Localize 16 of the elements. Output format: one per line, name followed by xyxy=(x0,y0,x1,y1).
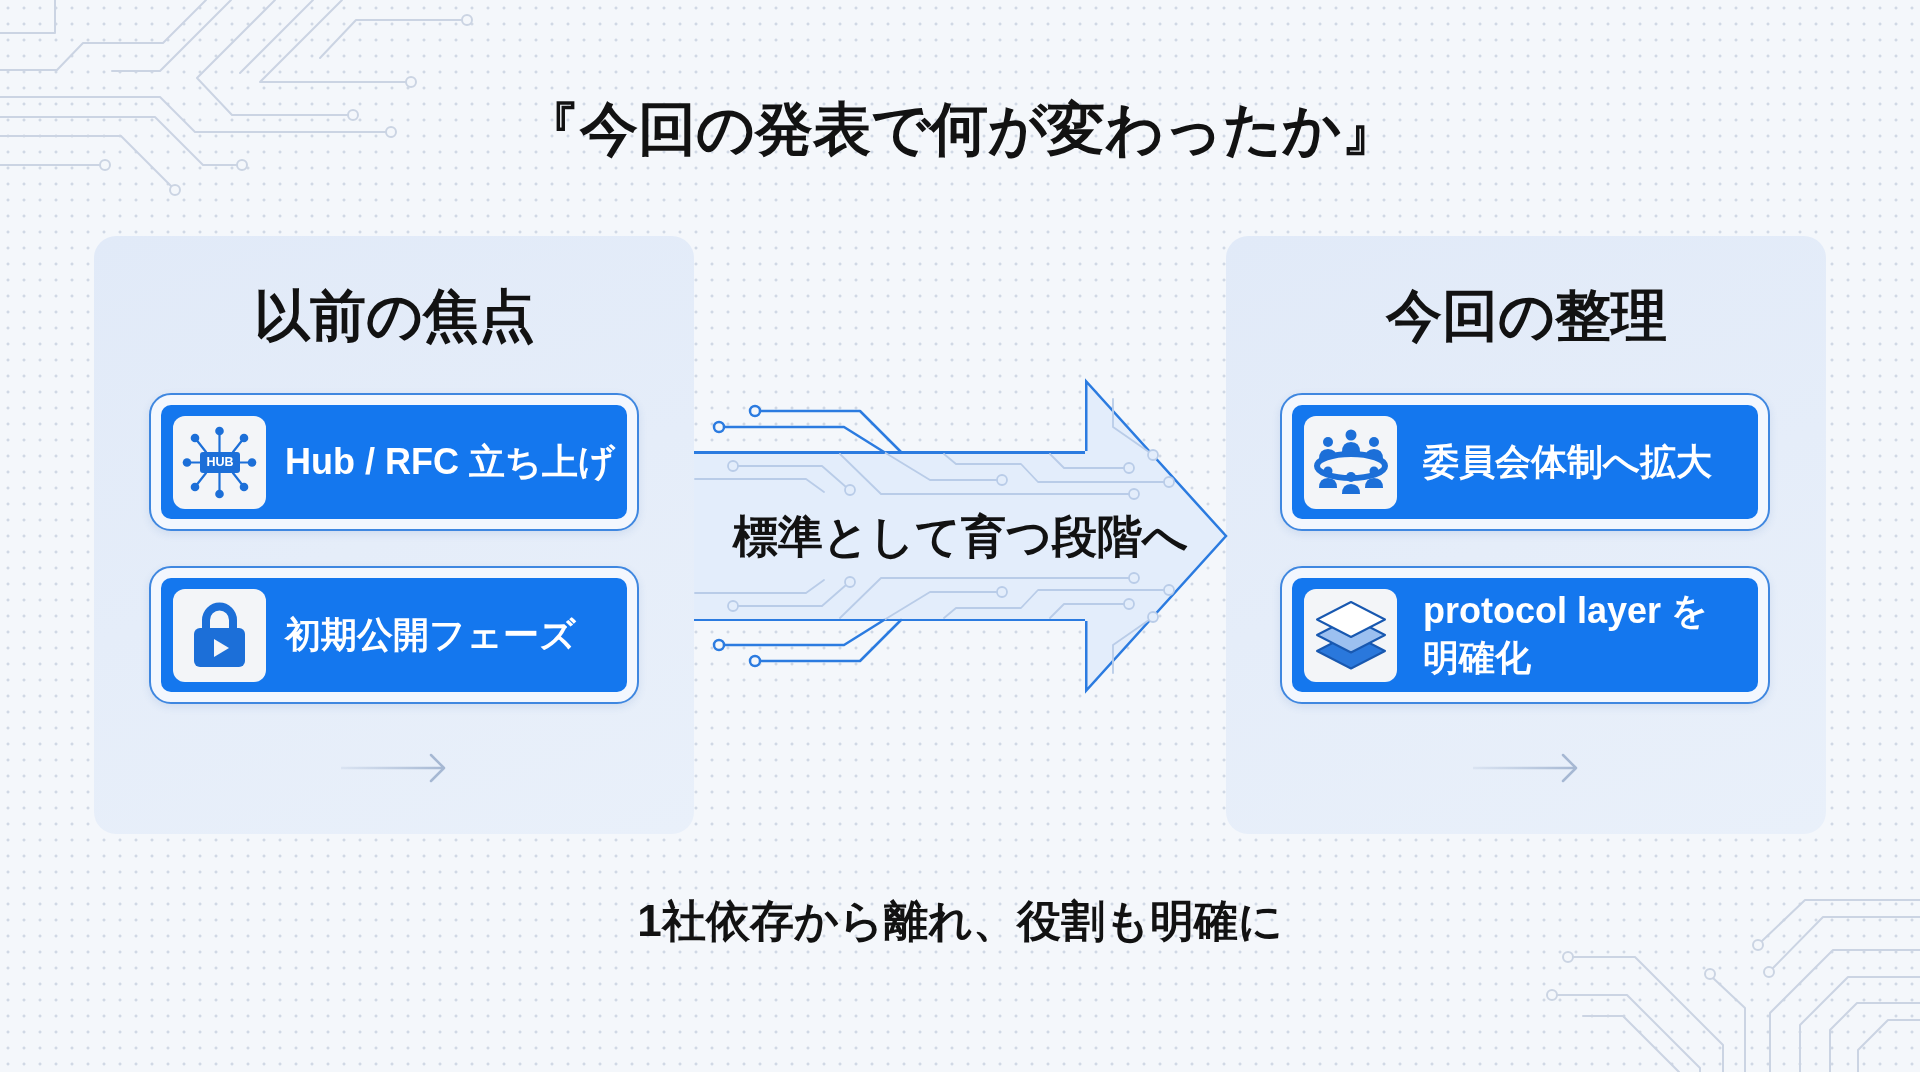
block-arrow xyxy=(694,380,1228,692)
card-label: 初期公開フェーズ xyxy=(285,612,576,657)
panel xyxy=(94,236,694,834)
panel-heading: 今回の整理 xyxy=(1385,283,1667,349)
item-card xyxy=(1280,566,1770,704)
caption: 1社依存から離れ、役割も明確に xyxy=(637,894,1283,947)
card-label: 委員会体制へ拡大 xyxy=(1423,439,1712,484)
title: 『今回の発表で何が変わったか』 xyxy=(521,95,1399,163)
item-card xyxy=(1280,393,1770,531)
panel-heading: 以前の焦点 xyxy=(253,283,535,349)
item-card xyxy=(149,566,639,704)
item-card xyxy=(149,393,639,531)
card-label: Hub / RFC 立ち上げ xyxy=(285,439,615,484)
card-label: protocol layer を明確化 xyxy=(1423,589,1710,680)
panel xyxy=(1226,236,1826,834)
text-badge: HUB xyxy=(200,452,240,473)
